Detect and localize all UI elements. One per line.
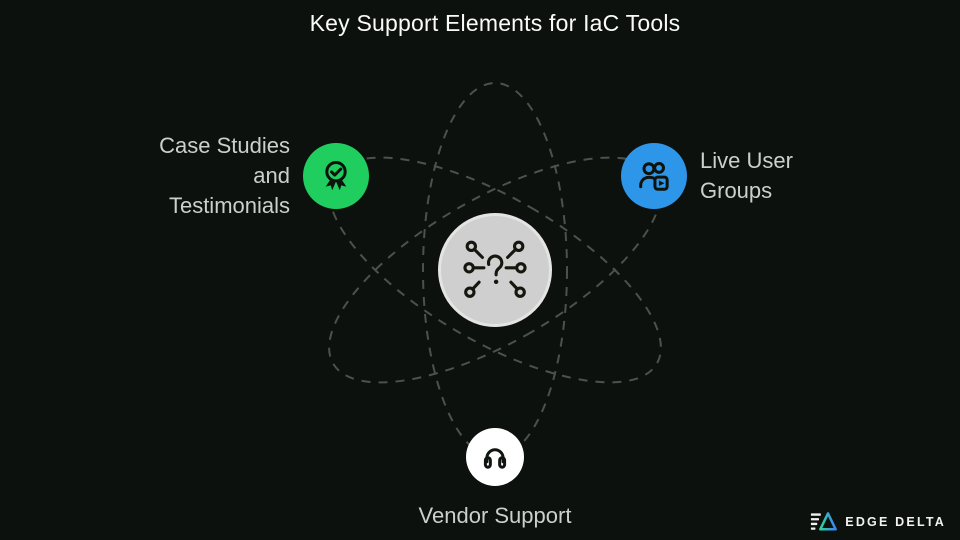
orbit-right [328, 156, 662, 384]
label-case-studies: Case Studies and Testimonials [159, 131, 290, 221]
user-group-video-icon [639, 161, 669, 191]
edge-delta-logo: EDGE DELTA [810, 509, 946, 534]
award-ribbon-icon [325, 161, 347, 191]
node-live-user-groups [621, 143, 687, 209]
label-live-user-groups: Live User Groups [700, 146, 793, 206]
node-vendor-support [466, 428, 524, 486]
label-vendor-support: Vendor Support [418, 503, 572, 528]
label-line: Testimonials [168, 193, 290, 218]
edge-delta-logo-icon [811, 512, 838, 531]
orbit-left [328, 156, 662, 384]
node-case-studies [303, 143, 369, 209]
label-line: Groups [700, 178, 773, 203]
label-line: Live User [700, 148, 793, 173]
question-connections-icon [463, 240, 527, 298]
center-hub-circle [438, 213, 552, 327]
edge-delta-logo-text: EDGE DELTA [845, 514, 946, 529]
label-line: and [253, 163, 290, 188]
page-title: Key Support Elements for IaC Tools [309, 10, 681, 36]
label-line: Case Studies [159, 133, 290, 158]
headphones-icon [483, 448, 507, 469]
orbit-vertical [422, 82, 568, 458]
